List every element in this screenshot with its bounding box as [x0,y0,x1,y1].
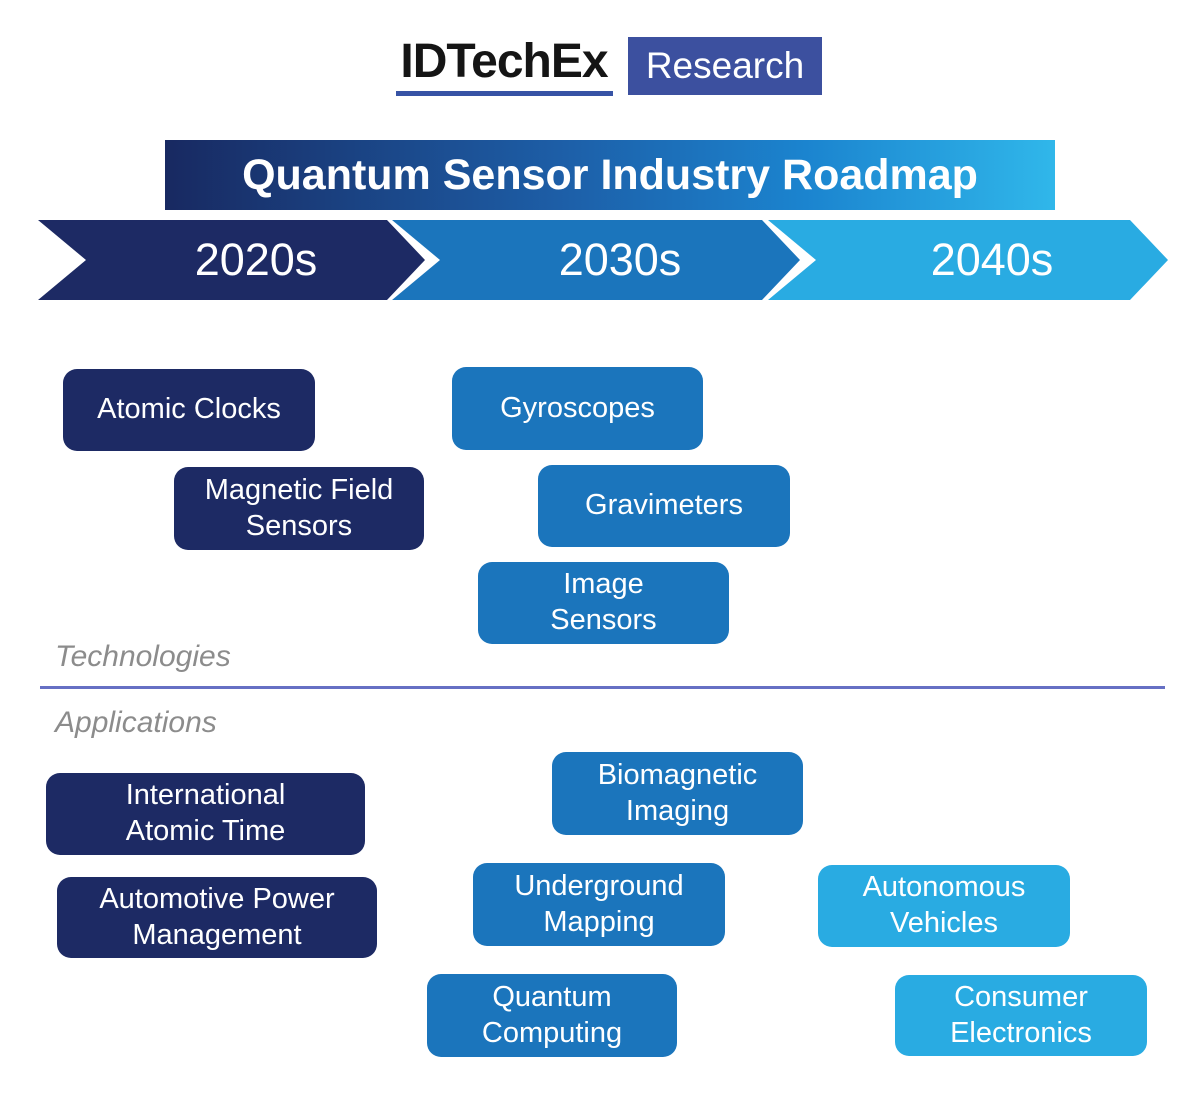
app-box-quantum-computing: Quantum Computing [427,974,677,1057]
tech-box-image-sensors: Image Sensors [478,562,729,644]
decade-label-2040s: 2040s [930,234,1054,285]
decade-arrow-2020s [38,220,430,300]
app-box-biomagnetic-imaging: Biomagnetic Imaging [552,752,803,835]
decade-arrow-2030s [386,220,805,300]
applications-section-label: Applications [55,706,217,739]
section-divider [40,686,1165,689]
app-box-consumer-electronics: Consumer Electronics [895,975,1147,1056]
tech-box-gyroscopes: Gyroscopes [452,367,703,450]
research-badge: Research [628,37,822,95]
app-box-automotive-power-management: Automotive Power Management [57,877,377,958]
decade-arrow-2040s [768,220,1168,300]
tech-box-magnetic-field-sensors: Magnetic Field Sensors [174,467,424,550]
tech-box-atomic-clocks: Atomic Clocks [63,369,315,451]
app-box-underground-mapping: Underground Mapping [473,863,725,946]
page-title: Quantum Sensor Industry Roadmap [165,140,1055,210]
tech-box-gravimeters: Gravimeters [538,465,790,547]
decade-label-2020s: 2020s [194,234,318,285]
decade-label-2030s: 2030s [558,234,682,285]
logo-underline [396,91,613,96]
app-box-international-atomic-time: International Atomic Time [46,773,365,855]
timeline-arrows [38,220,1168,300]
app-box-autonomous-vehicles: Autonomous Vehicles [818,865,1070,947]
idtechex-logo: IDTechEx [400,34,608,88]
technologies-section-label: Technologies [55,640,231,673]
